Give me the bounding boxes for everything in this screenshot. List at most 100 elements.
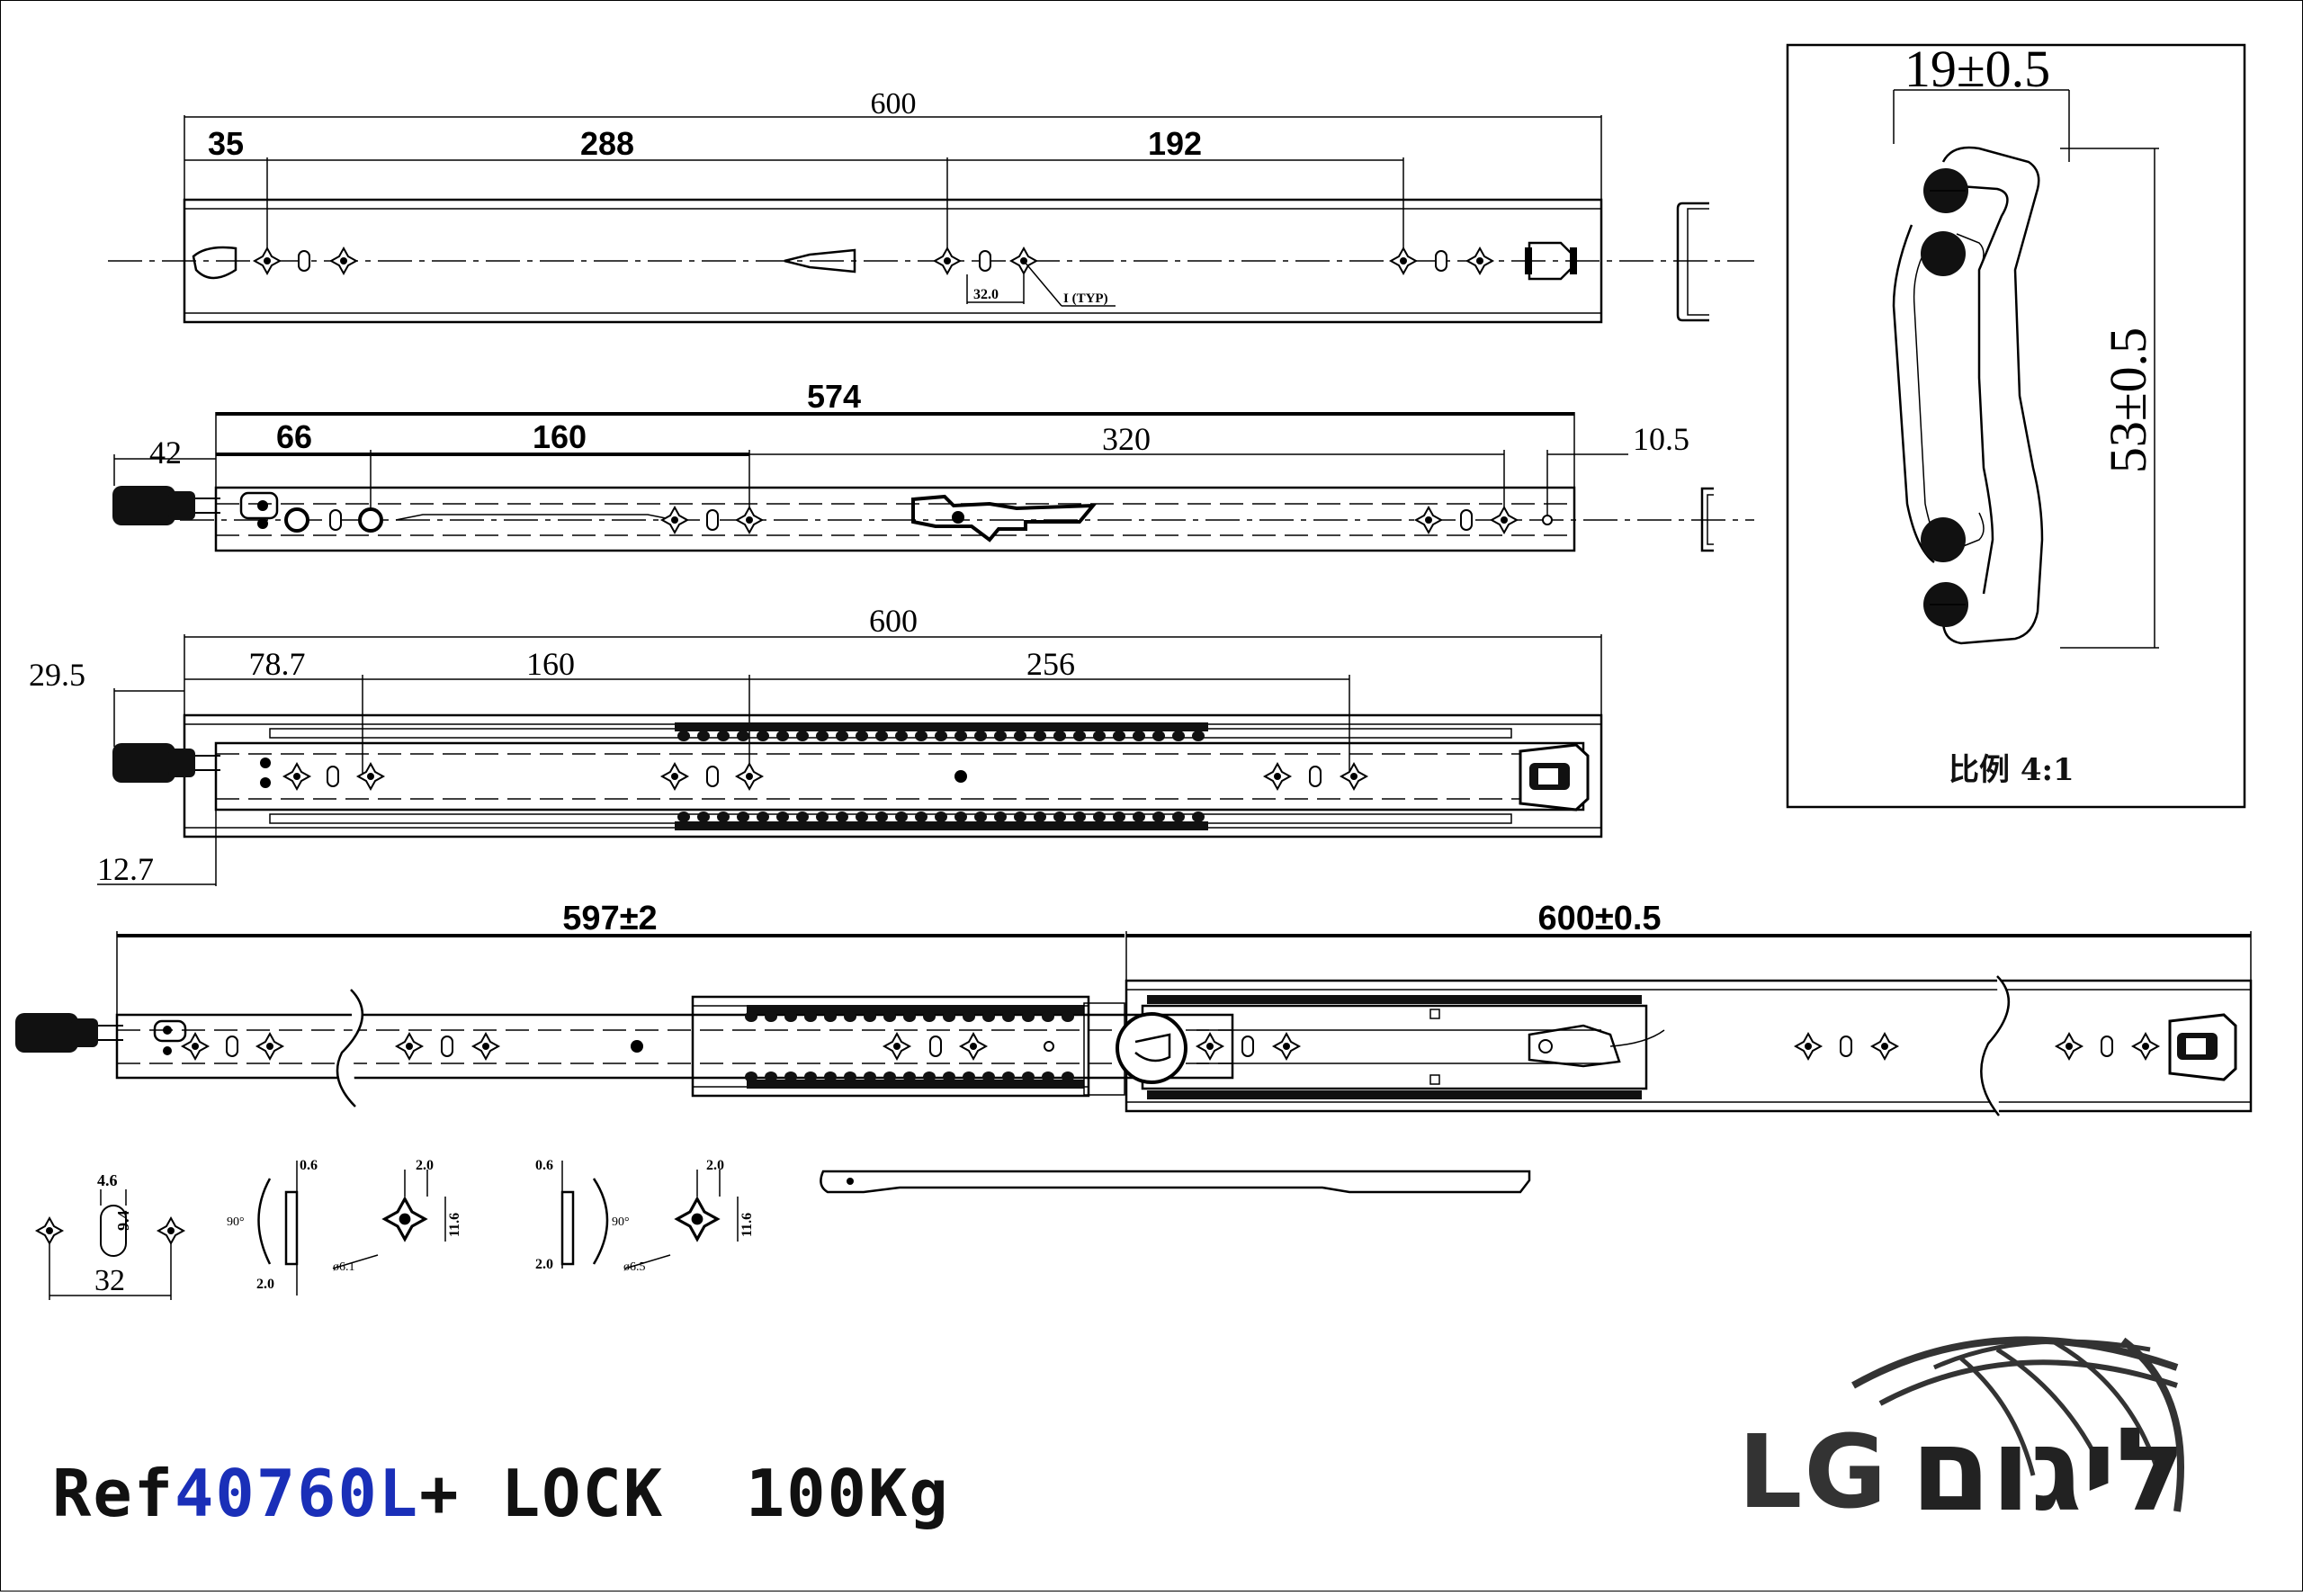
ball-bearing: [935, 731, 947, 741]
dim-256: 256: [1026, 646, 1075, 682]
dim-29-5: 29.5: [29, 657, 85, 693]
ball-bearing: [836, 811, 848, 822]
ball-bearing: [1022, 1011, 1035, 1022]
dim-66: 66: [276, 418, 312, 455]
ball-bearing: [1062, 1011, 1074, 1022]
ball-bearing: [864, 1071, 876, 1082]
det1-t2: 2.0: [256, 1277, 274, 1292]
scale-label: 比例 4:1: [1949, 752, 2074, 788]
det1-h: 11.6: [447, 1213, 462, 1237]
ball-bearing: [784, 1071, 797, 1082]
ball-bearing: [903, 1011, 916, 1022]
ball-bearing: [844, 1071, 856, 1082]
ball-bearing: [903, 1071, 916, 1082]
hole-details: 4.6 9.4 32 0.6 2.0 90° 2.0 11.6 ø6.1 0.6…: [36, 1158, 1531, 1300]
section-height: 53±0.5: [2099, 327, 2157, 473]
ball-bearing: [1034, 811, 1046, 822]
dim-42: 42: [149, 435, 182, 471]
dim-192: 192: [1148, 125, 1202, 162]
dim-length: 600±0.5: [1537, 900, 1661, 937]
dim-12-7: 12.7: [97, 851, 154, 887]
ball-bearing: [745, 1011, 757, 1022]
ball-bearing: [717, 731, 730, 741]
ball-bearing: [1002, 1071, 1015, 1082]
ball-bearing: [844, 1011, 856, 1022]
ball-bearing: [776, 731, 789, 741]
ball-bearing: [954, 731, 967, 741]
ball-bearing: [1042, 1011, 1054, 1022]
ball-bearing: [717, 811, 730, 822]
slot-pitch: 32: [94, 1264, 125, 1297]
ref-model: 40760L: [175, 1456, 420, 1531]
ball-bearing: [804, 1011, 817, 1022]
ball-bearing: [765, 1011, 777, 1022]
ball-bearing: [943, 1011, 955, 1022]
ball-bearing: [1152, 811, 1165, 822]
ball-bearing: [836, 731, 848, 741]
det1-dia: ø6.1: [333, 1260, 355, 1274]
det2-dia: ø6.5: [623, 1260, 646, 1274]
logo-hebrew-text: ליגום: [1911, 1403, 2186, 1538]
ball-bearing: [935, 811, 947, 822]
ball-bearing: [982, 1071, 995, 1082]
section-width: 19±0.5: [1904, 40, 2050, 98]
ball-bearing: [994, 731, 1007, 741]
ball-bearing: [923, 1011, 936, 1022]
logo-latin-text: LG: [1738, 1414, 1889, 1531]
dim-78-7: 78.7: [249, 646, 306, 682]
dim-160-b: 160: [526, 646, 575, 682]
ball-bearing: [895, 731, 908, 741]
ball-bearing: [784, 1011, 797, 1022]
ball-bearing: [816, 731, 829, 741]
dim-35: 35: [208, 125, 244, 162]
ball-bearing: [1113, 731, 1125, 741]
ball-bearing: [1093, 811, 1106, 822]
ref-suffix: + LOCK 100Kg: [419, 1456, 950, 1531]
det1-size: 2.0: [416, 1158, 434, 1173]
ball-bearing: [1014, 731, 1026, 741]
view-assembled: 600 78.7 160 256 29.5 12.7: [29, 603, 1603, 887]
ball-bearing: [856, 731, 868, 741]
ball-bearing: [1192, 731, 1205, 741]
dim-160: 160: [533, 418, 587, 455]
ball-bearing: [875, 811, 888, 822]
dim-extension: 597±2: [562, 900, 657, 937]
ball-bearing: [1152, 731, 1165, 741]
dim-574: 574: [807, 378, 861, 415]
ball-bearing: [1062, 1071, 1074, 1082]
ball-bearing: [757, 731, 769, 741]
ball-bearing: [915, 731, 927, 741]
ball-bearing: [923, 1071, 936, 1082]
ball-bearing: [1053, 731, 1066, 741]
ball-bearing: [994, 811, 1007, 822]
ball-bearing: [982, 1011, 995, 1022]
view-outer-member: 600 35 288 192 32.0 I (TYP): [108, 87, 1754, 324]
ball-bearing: [745, 1071, 757, 1082]
section-detail: 19±0.5 53±0.5: [1786, 40, 2246, 809]
ball-bearing: [1133, 731, 1145, 741]
ball-bearing: [677, 811, 690, 822]
slot-height: 9.4: [114, 1211, 132, 1232]
hole-pitch-label: 32.0: [973, 287, 999, 302]
ball-bearing: [963, 1071, 975, 1082]
det1-angle: 90°: [227, 1215, 245, 1229]
ball-bearing: [1192, 811, 1205, 822]
ball-bearing: [757, 811, 769, 822]
ball-bearing: [765, 1071, 777, 1082]
ball-bearing: [974, 811, 987, 822]
product-reference: Ref40760L+ LOCK 100Kg: [52, 1456, 950, 1531]
ball-bearing: [954, 811, 967, 822]
ball-bearing: [1093, 731, 1106, 741]
ball-bearing: [1172, 811, 1185, 822]
ball-bearing: [796, 731, 809, 741]
ball-bearing: [864, 1011, 876, 1022]
dim-overall-600-b: 600: [869, 603, 918, 639]
ball-bearings-bottom: [677, 811, 1205, 822]
ball-bearing: [963, 1011, 975, 1022]
det2-h: 11.6: [739, 1213, 755, 1237]
ball-bearing: [1113, 811, 1125, 822]
ball-bearing: [804, 1071, 817, 1082]
ball-bearing: [824, 1071, 837, 1082]
